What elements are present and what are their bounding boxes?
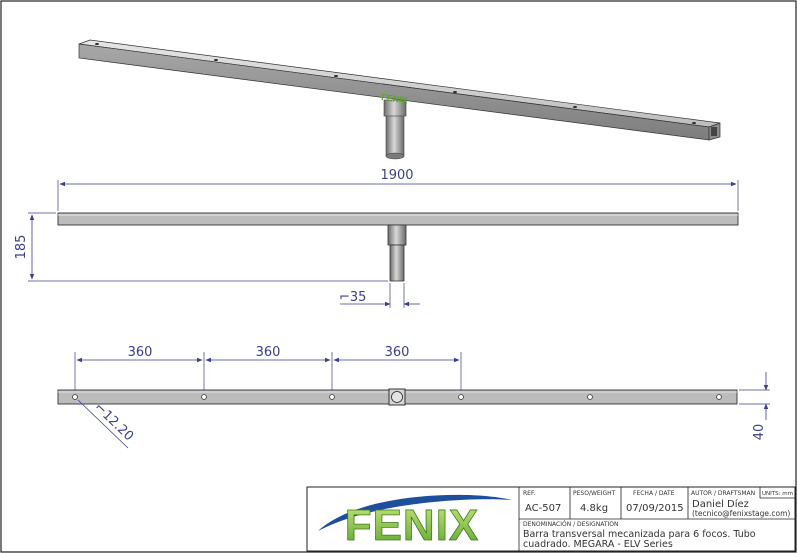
dim-hole-spacing-2: 360 <box>256 345 281 360</box>
designation-line-2: cuadrado. MEGARA - ELV Series <box>523 539 673 550</box>
author-email: (tecnico@fenixstage.com) <box>692 509 790 518</box>
designation-label: DENOMINACIÓN / DESIGNATION <box>523 521 618 528</box>
isometric-tube <box>383 99 407 160</box>
weight-label: PESO/WEIGHT <box>573 490 616 497</box>
ref-label: REF. <box>523 490 535 497</box>
dim-hole-spacing-1: 360 <box>128 345 153 360</box>
dim-tube-section: 40 <box>752 424 767 441</box>
fenix-logo: FENIX <box>318 494 512 550</box>
author-label: AUTOR / DRAFTSMAN <box>691 490 755 497</box>
dim-hole-spacing-3: 360 <box>385 345 410 360</box>
dim-height: 185 <box>14 235 29 260</box>
front-view-tube-collar <box>387 224 407 246</box>
dim-tube-diameter: ⌐35 <box>339 290 366 305</box>
units-label: UNITS: mm <box>762 491 793 497</box>
fenix-logo-text: FENIX <box>345 501 480 550</box>
isometric-3d-view: FENIX <box>78 39 721 160</box>
weight-value: 4.8kg <box>580 503 608 514</box>
ref-value: AC-507 <box>525 503 561 514</box>
isometric-bar-logo: FENIX <box>381 92 409 105</box>
isometric-holes <box>95 43 696 124</box>
dim-total-length: 1900 <box>380 168 413 183</box>
designation-line-1: Barra transversal mecanizada para 6 foco… <box>523 529 756 540</box>
date-label: FECHA / DATE <box>633 490 675 497</box>
top-view-holes <box>72 394 722 400</box>
date-value: 07/09/2015 <box>626 503 684 514</box>
hole-diameter-leader <box>77 399 129 449</box>
title-block: FENIX REF. AC-507 PESO/WEIGHT 4.8kg FECH… <box>306 486 796 552</box>
front-view-tube <box>389 244 405 282</box>
front-view: 1900 185 ⌐35 <box>14 168 739 308</box>
author-name: Daniel Díez <box>692 498 749 510</box>
